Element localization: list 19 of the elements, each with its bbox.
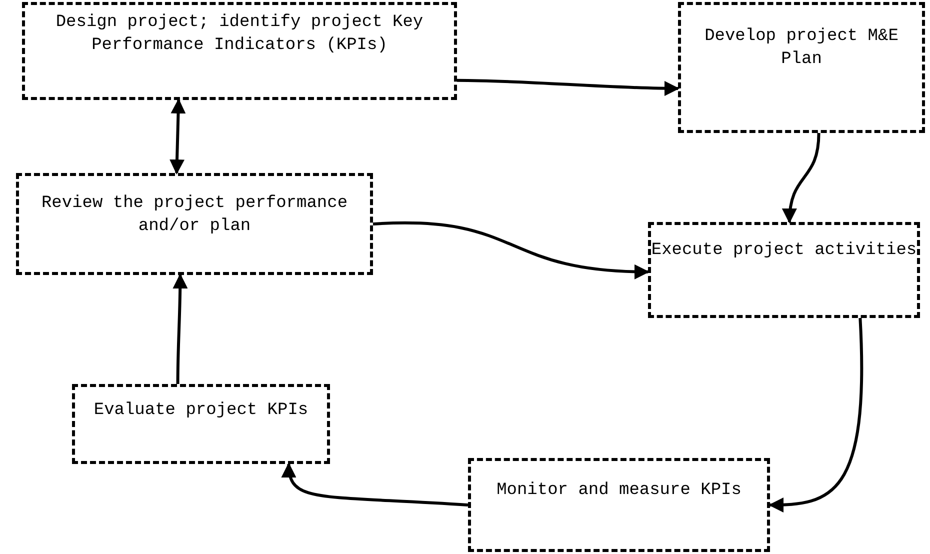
arrow <box>372 221 650 279</box>
process-box <box>72 384 330 464</box>
box-label: Design project; identify project Key Performance Indicators (KPIs) <box>54 12 424 57</box>
arrow <box>170 98 186 174</box>
process-box <box>22 2 457 100</box>
arrow <box>172 274 188 384</box>
process-box <box>468 458 770 552</box>
arrow <box>282 462 468 506</box>
box-label: Review the project performance and/or plan <box>40 193 349 238</box>
arrow <box>782 132 820 224</box>
box-label: Develop project M&E Plan <box>704 26 900 71</box>
box-label: Evaluate project KPIs <box>94 400 308 422</box>
arrow <box>768 318 864 512</box>
box-label: Monitor and measure KPIs <box>496 480 742 502</box>
box-label: Execute project activities <box>651 240 917 262</box>
process-box <box>678 2 925 133</box>
arrow <box>456 78 680 96</box>
process-box <box>16 173 373 275</box>
process-box <box>648 222 920 318</box>
